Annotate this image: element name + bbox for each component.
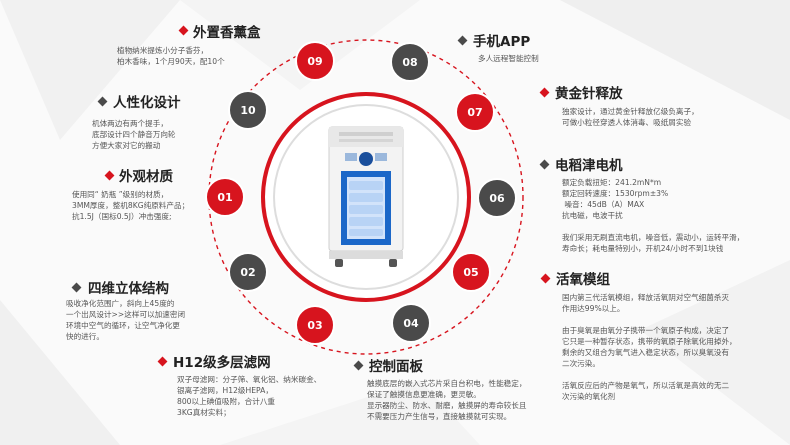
- feature-09-title: 外置香薰盒: [193, 25, 261, 41]
- dashed-outer-ring: [208, 39, 524, 355]
- node-08-circle: [390, 42, 430, 82]
- feature-08-desc: 多人远程智能控制: [478, 54, 539, 63]
- feature-04-desc: 触摸底层的嵌入式芯片采自台积电，性能稳定， 保证了触摸信息更准确，更灵敏。 显示…: [367, 379, 527, 421]
- node-07-circle: [455, 92, 495, 132]
- node-10-circle: [228, 90, 268, 130]
- node-06-label: 06: [489, 192, 505, 205]
- node-01-label: 01: [217, 191, 232, 204]
- node-09-circle: [295, 41, 335, 81]
- node-05-label: 05: [463, 266, 478, 279]
- node-07-label: 07: [467, 106, 482, 119]
- feature-06-title: 电稻津电机: [555, 158, 623, 174]
- feature-02-title: 四维立体结构: [88, 281, 169, 297]
- feature-02-desc: 吸收净化范围广，斜向上45度的 一个出风设计>>这样可以加速密闭 环境中空气的循…: [66, 299, 186, 341]
- node-09-label: 09: [307, 55, 322, 68]
- feature-09-desc: 植物纳米提炼小分子香芬， 柏木香味，1个月90天，配10个: [117, 46, 225, 66]
- node-04-label: 04: [403, 317, 419, 330]
- node-02-label: 02: [240, 266, 255, 279]
- node-08-label: 08: [402, 56, 417, 69]
- node-04-circle: [391, 303, 431, 343]
- node-06-circle: [477, 178, 517, 218]
- feature-10-desc: 机体两边有两个提手， 底部设计四个静音万向轮 方便大家对它的搬动: [92, 119, 176, 150]
- central-ring-inner: [273, 104, 459, 290]
- feature-08-title: 手机APP: [473, 34, 531, 50]
- node-03-circle: [295, 305, 335, 345]
- feature-07-title: 黄金针释放: [555, 86, 623, 102]
- feature-05-title: 活氧模组: [556, 272, 610, 288]
- node-03-label: 03: [307, 319, 322, 332]
- feature-10-title: 人性化设计: [113, 95, 181, 111]
- feature-07-desc: 独家设计，通过黄金针释放亿级负离子， 可做小粒径穿透人体消毒、吸纸屑实验: [562, 107, 699, 127]
- feature-06-desc: 额定负载扭矩：241.2mN*m 额定回转速度：1530rpm±3% 噪音：45…: [562, 178, 745, 253]
- feature-03-title: H12级多层滤网: [173, 355, 271, 371]
- feature-03-desc: 双子母滤网：分子筛、氧化铝、纳米碳金、 银离子滤网，H12级HEPA， 800以…: [177, 375, 322, 417]
- node-01-circle: [205, 177, 245, 217]
- node-10-label: 10: [240, 104, 256, 117]
- air-purifier-image: [328, 126, 404, 267]
- feature-04-title: 控制面板: [369, 359, 423, 375]
- node-02-circle: [228, 252, 268, 292]
- feature-05-desc: 国内第三代活氧模组，释放活氧阴对空气细菌杀灭 作用达99%以上。 由于臭氧是由氧…: [562, 293, 737, 401]
- feature-01-desc: 使用同“ 奶瓶 ”级别的材质， 3MM厚度，整机8KG纯原料产品； 抗1.5J（…: [72, 190, 190, 221]
- feature-01-title: 外观材质: [119, 169, 173, 185]
- node-05-circle: [451, 252, 491, 292]
